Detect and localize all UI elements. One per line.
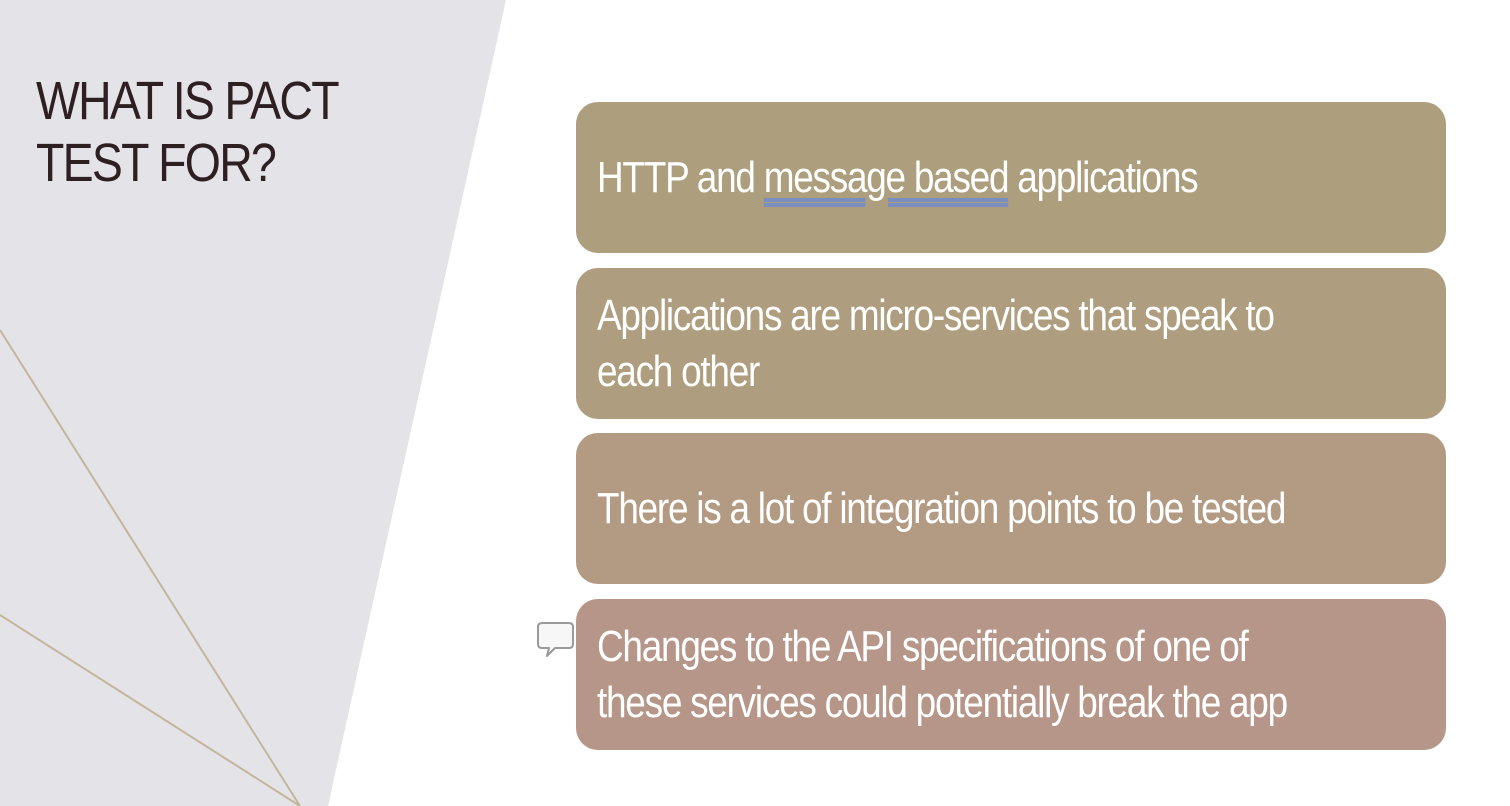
decor-line-upper [0,329,301,806]
spellcheck-underlined-text: message based [763,152,1010,202]
box-text: Changes to the API specifications of one… [597,619,1288,731]
content-box-api-changes[interactable]: Changes to the API specifications of one… [576,599,1446,750]
box-line: HTTP and message based applications [597,150,1199,206]
left-panel-shape [0,0,506,806]
box-text: HTTP and message based applications [597,150,1199,206]
content-box-integration-points[interactable]: There is a lot of integration points to … [576,433,1446,584]
box-line: Changes to the API specifications of one… [597,621,1249,671]
decor-line-lower [0,614,301,806]
box-text: Applications are micro-services that spe… [597,288,1275,400]
slide-title-line-1: WHAT IS PACT [36,71,340,131]
content-box-http[interactable]: HTTP and message based applications [576,102,1446,253]
text-run: applications [1008,152,1198,202]
slide-title-line-2: TEST FOR? [36,133,277,193]
text-run: HTTP and [597,152,764,202]
box-line: each other [597,346,760,396]
speech-bubble-icon[interactable] [536,620,576,660]
box-text: There is a lot of integration points to … [597,481,1286,537]
content-box-microservices[interactable]: Applications are micro-services that spe… [576,268,1446,419]
slide-title: WHAT IS PACT TEST FOR? [36,70,397,194]
box-line: There is a lot of integration points to … [597,483,1286,533]
box-line: these services could potentially break t… [597,677,1288,727]
box-line: Applications are micro-services that spe… [597,290,1275,340]
